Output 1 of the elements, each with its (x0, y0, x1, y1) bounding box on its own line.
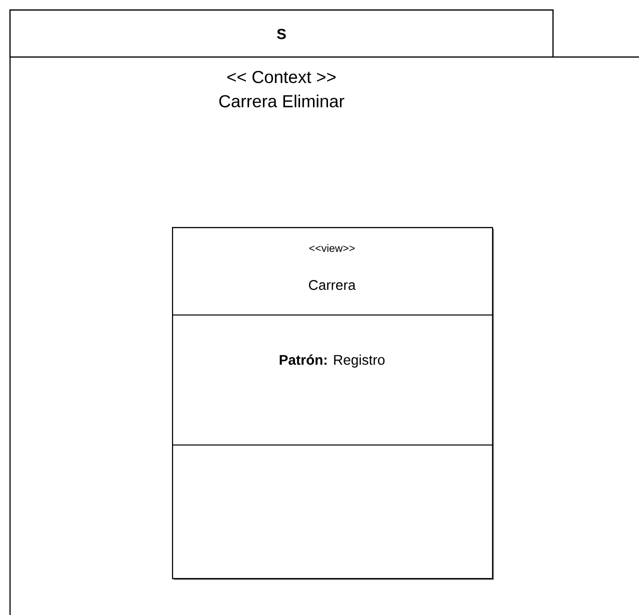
class-box: <<view>> Carrera Patrón: Registro (172, 227, 494, 580)
